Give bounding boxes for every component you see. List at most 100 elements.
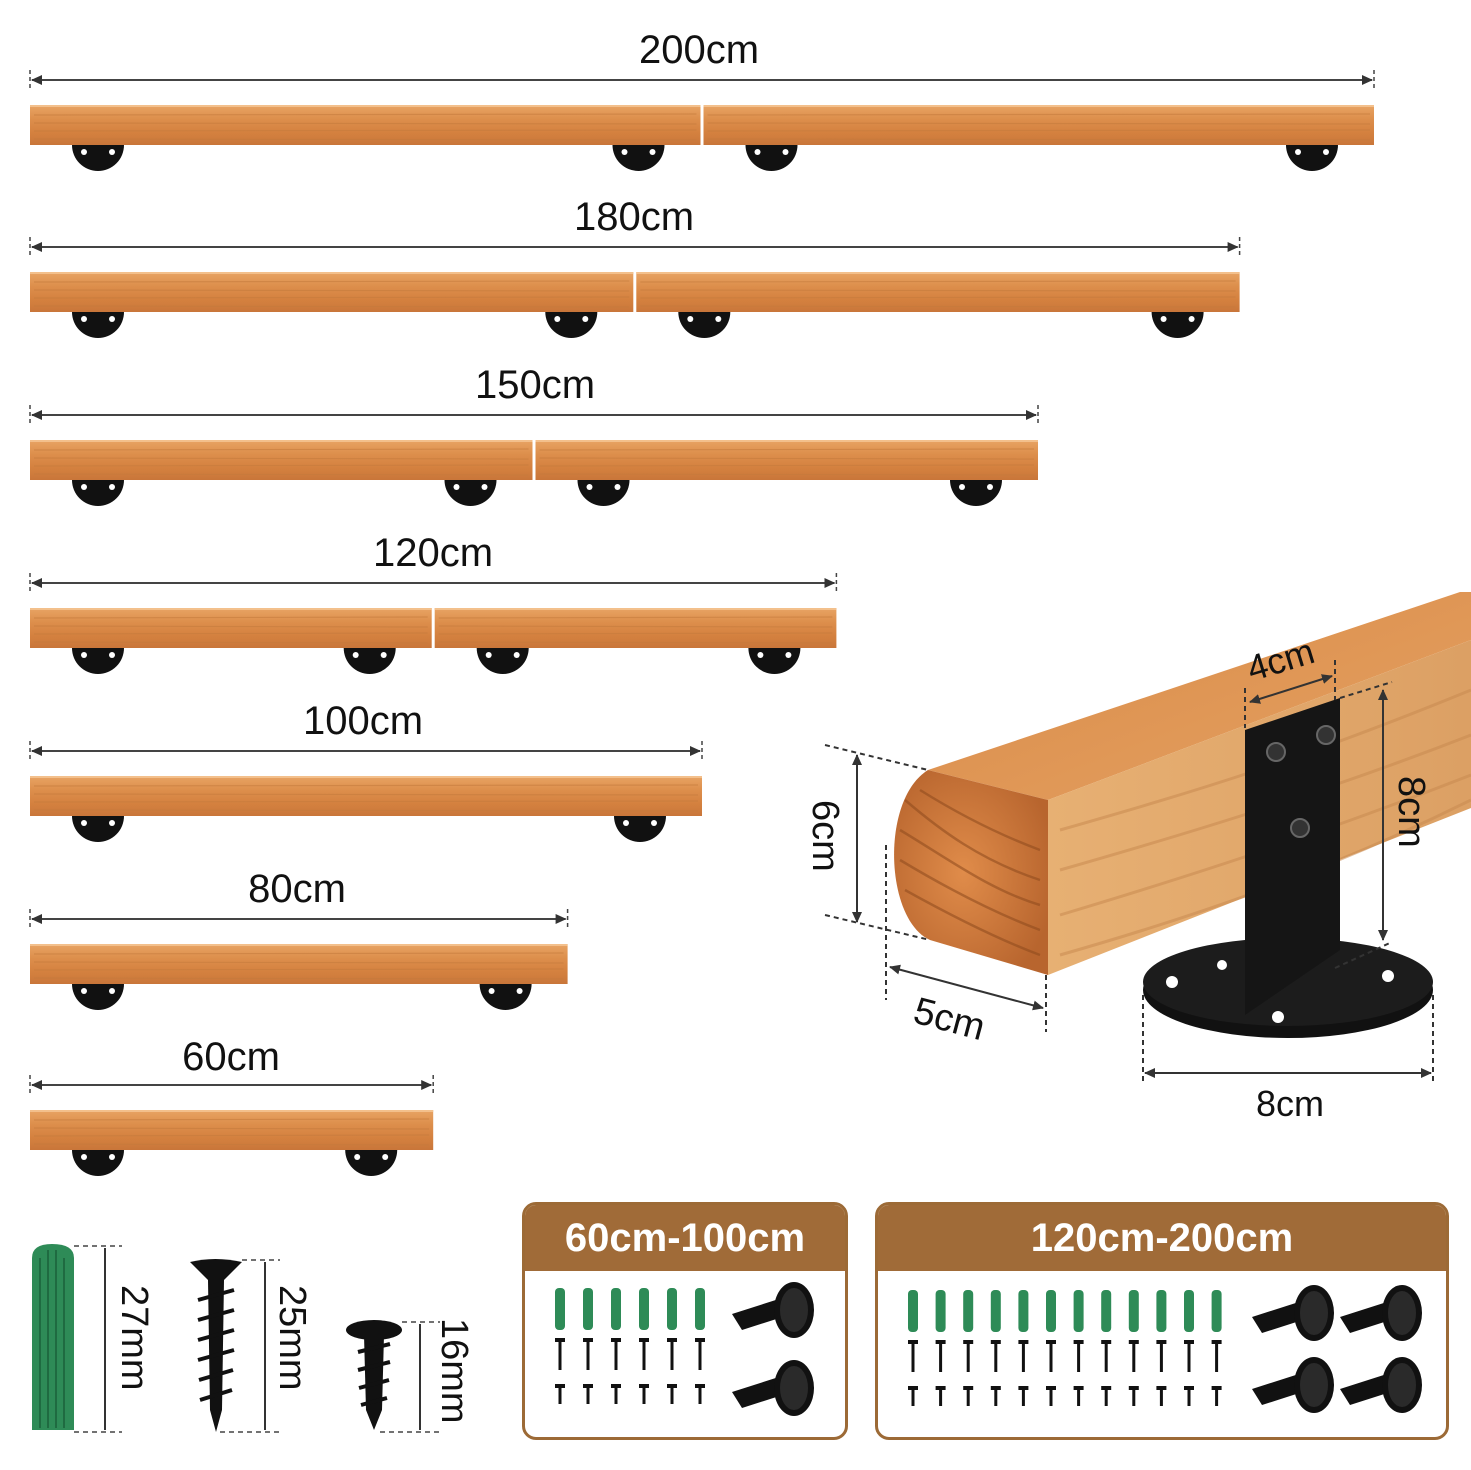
closeup-height-label: 6cm xyxy=(804,800,846,872)
wood-grain xyxy=(33,280,630,283)
bracket-hole xyxy=(488,988,495,994)
bracket-hole xyxy=(513,652,520,658)
closeup-base-diameter-label: 8cm xyxy=(1255,1083,1325,1124)
rail-80 xyxy=(29,909,569,1010)
bracket-hole xyxy=(785,652,792,658)
wood-grain xyxy=(33,457,529,460)
bracket-hole xyxy=(715,316,722,322)
bracket-hole xyxy=(987,484,993,490)
wood-grain xyxy=(33,784,699,787)
rail-bracket xyxy=(614,816,666,842)
wood-grain xyxy=(539,457,1035,460)
wood-grain xyxy=(33,129,697,132)
bracket-hole xyxy=(109,652,115,658)
long-screw-illustration xyxy=(190,1259,280,1433)
wood-grain xyxy=(707,129,1371,132)
rail-label-200: 200cm xyxy=(638,28,760,72)
rail-200 xyxy=(29,70,1375,171)
rail-bracket xyxy=(72,145,124,171)
bracket-hole xyxy=(614,484,621,490)
rail-bracket xyxy=(72,984,124,1010)
rail-segment xyxy=(434,608,837,648)
wood-grain xyxy=(33,305,630,308)
wood-grain xyxy=(33,961,564,964)
rail-bracket xyxy=(479,984,532,1010)
bracket-hole xyxy=(582,316,589,322)
rail-segment xyxy=(30,105,701,145)
bracket-hole xyxy=(959,484,965,490)
rail-bracket xyxy=(72,1150,124,1176)
wood-grain xyxy=(33,616,428,619)
rail-segment xyxy=(30,1110,434,1150)
rail-label-150: 150cm xyxy=(474,363,596,407)
rail-60 xyxy=(29,1075,434,1176)
wood-grain xyxy=(640,296,1236,299)
rail-150 xyxy=(29,405,1039,506)
bracket-hole xyxy=(453,484,460,490)
wood-grain xyxy=(33,296,630,299)
wood-grain xyxy=(438,625,833,628)
rail-bracket xyxy=(1286,145,1338,171)
wood-grain xyxy=(33,473,529,476)
closeup-bracket-plate xyxy=(1245,698,1340,1015)
bracket-hole xyxy=(649,149,656,155)
bracket-hole xyxy=(81,820,87,826)
bracket-hole xyxy=(554,316,561,322)
wood-grain xyxy=(539,464,1035,467)
bracket-hole xyxy=(382,1154,389,1160)
bracket-hole xyxy=(109,316,115,322)
wood-grain xyxy=(33,138,697,141)
bracket-hole xyxy=(586,484,593,490)
bracket-hole xyxy=(380,652,387,658)
bracket-hole xyxy=(109,149,115,155)
rail-120 xyxy=(29,573,838,675)
kit-box-small: 60cm-100cm xyxy=(522,1202,848,1440)
bracket-hole xyxy=(81,988,87,994)
wood-grain xyxy=(33,952,564,955)
rail-segment xyxy=(535,440,1038,480)
bracket-hole xyxy=(81,149,87,155)
wood-grain xyxy=(33,464,529,467)
rail-bracket xyxy=(612,145,665,171)
wood-grain xyxy=(33,289,630,292)
closeup-top-face xyxy=(928,592,1471,800)
rail-bracket xyxy=(748,648,801,675)
wood-grain xyxy=(640,289,1236,292)
wood-grain xyxy=(438,616,833,619)
wood-grain xyxy=(707,138,1371,141)
bracket-hole xyxy=(485,652,492,658)
anchor-length-label: 27mm xyxy=(113,1285,155,1391)
bracket-hole xyxy=(687,316,694,322)
rail-bracket xyxy=(72,312,124,338)
bracket-hole xyxy=(109,1154,115,1160)
rails-group xyxy=(29,70,1375,1176)
rail-segment xyxy=(30,440,533,480)
wood-grain xyxy=(539,473,1035,476)
wood-grain xyxy=(33,1143,430,1146)
rail-label-80: 80cm xyxy=(248,867,346,911)
rail-bracket xyxy=(444,480,497,506)
bracket-hole xyxy=(81,652,87,658)
bracket-hole xyxy=(1295,149,1301,155)
bracket-hole xyxy=(109,820,115,826)
rail-bracket xyxy=(545,312,598,338)
rail-bracket xyxy=(745,145,798,171)
bracket-hole xyxy=(81,484,87,490)
wood-grain xyxy=(33,1134,430,1137)
bracket-hole xyxy=(1188,316,1195,322)
wood-grain xyxy=(707,122,1371,125)
rail-180 xyxy=(29,237,1241,338)
rail-bracket xyxy=(1151,312,1204,338)
wood-grain xyxy=(707,113,1371,116)
bracket-hole xyxy=(109,484,115,490)
wood-grain xyxy=(33,800,699,803)
short-screw-length-label: 16mm xyxy=(433,1318,475,1424)
rail-bracket xyxy=(577,480,630,506)
rail-segment xyxy=(30,776,702,816)
closeup-bracket-height-label: 8cm xyxy=(1390,776,1432,848)
bracket-hole xyxy=(1323,149,1329,155)
rail-label-60: 60cm xyxy=(182,1035,280,1079)
wood-grain xyxy=(640,280,1236,283)
bracket-hole xyxy=(516,988,523,994)
